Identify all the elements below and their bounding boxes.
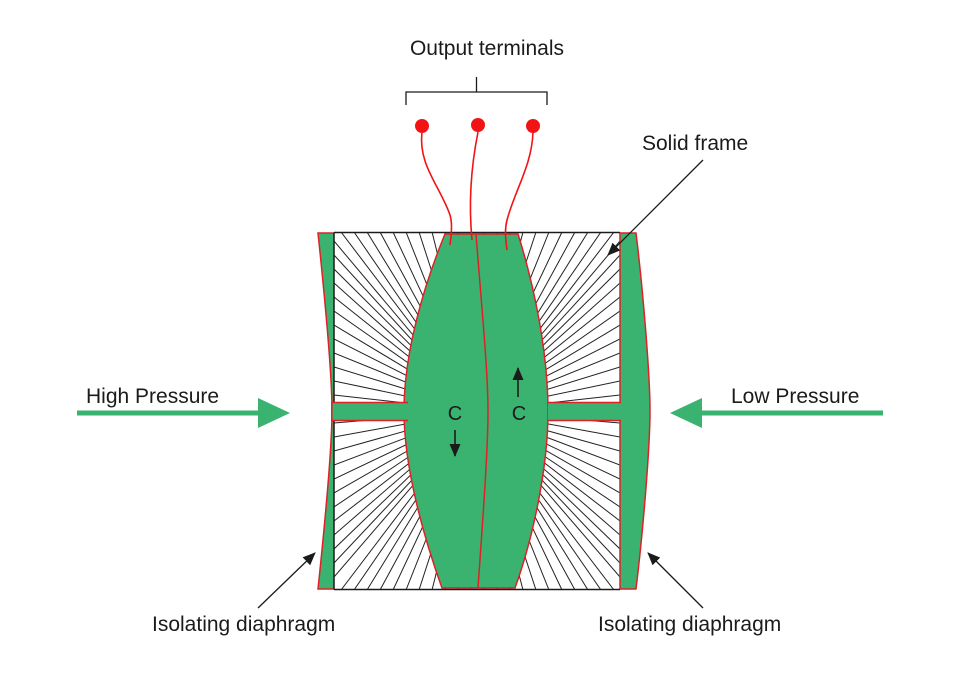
isolating-diaphragm-right-leader-arrow bbox=[647, 552, 704, 609]
sensing-cell-shape bbox=[403, 233, 549, 589]
sensing-diaphragm-center-line bbox=[475, 233, 489, 589]
solid-frame-label: Solid frame bbox=[642, 132, 748, 155]
isolating-diaphragm-left-leader-arrow bbox=[257, 552, 316, 609]
isolating-diaphragm-right-label: Isolating diaphragm bbox=[598, 613, 781, 636]
solid-frame-leader-arrow bbox=[607, 159, 704, 256]
terminal-dot-right bbox=[526, 119, 540, 133]
isolating-diaphragm-left-shape bbox=[318, 233, 334, 589]
isolating-diaphragm-right-shape bbox=[619, 232, 651, 590]
high-pressure-arrow bbox=[77, 398, 290, 428]
fill-fluid-channel-right bbox=[548, 401, 621, 422]
fill-fluid-channel-left bbox=[331, 401, 408, 422]
output-wire-left bbox=[420, 131, 453, 246]
terminal-dot-left bbox=[415, 119, 429, 133]
terminals-bracket bbox=[405, 77, 548, 105]
capacitance-left-label: C bbox=[448, 403, 462, 425]
output-wire-middle bbox=[469, 131, 479, 241]
high-pressure-label: High Pressure bbox=[86, 385, 219, 408]
isolating-diaphragm-left-label: Isolating diaphragm bbox=[152, 613, 335, 636]
output-wire-right bbox=[504, 131, 534, 251]
output-terminals-label: Output terminals bbox=[410, 37, 564, 60]
capacitance-right-label: C bbox=[512, 403, 526, 425]
low-pressure-label: Low Pressure bbox=[731, 385, 859, 408]
low-pressure-arrow bbox=[670, 398, 883, 428]
terminal-dot-middle bbox=[471, 118, 485, 132]
